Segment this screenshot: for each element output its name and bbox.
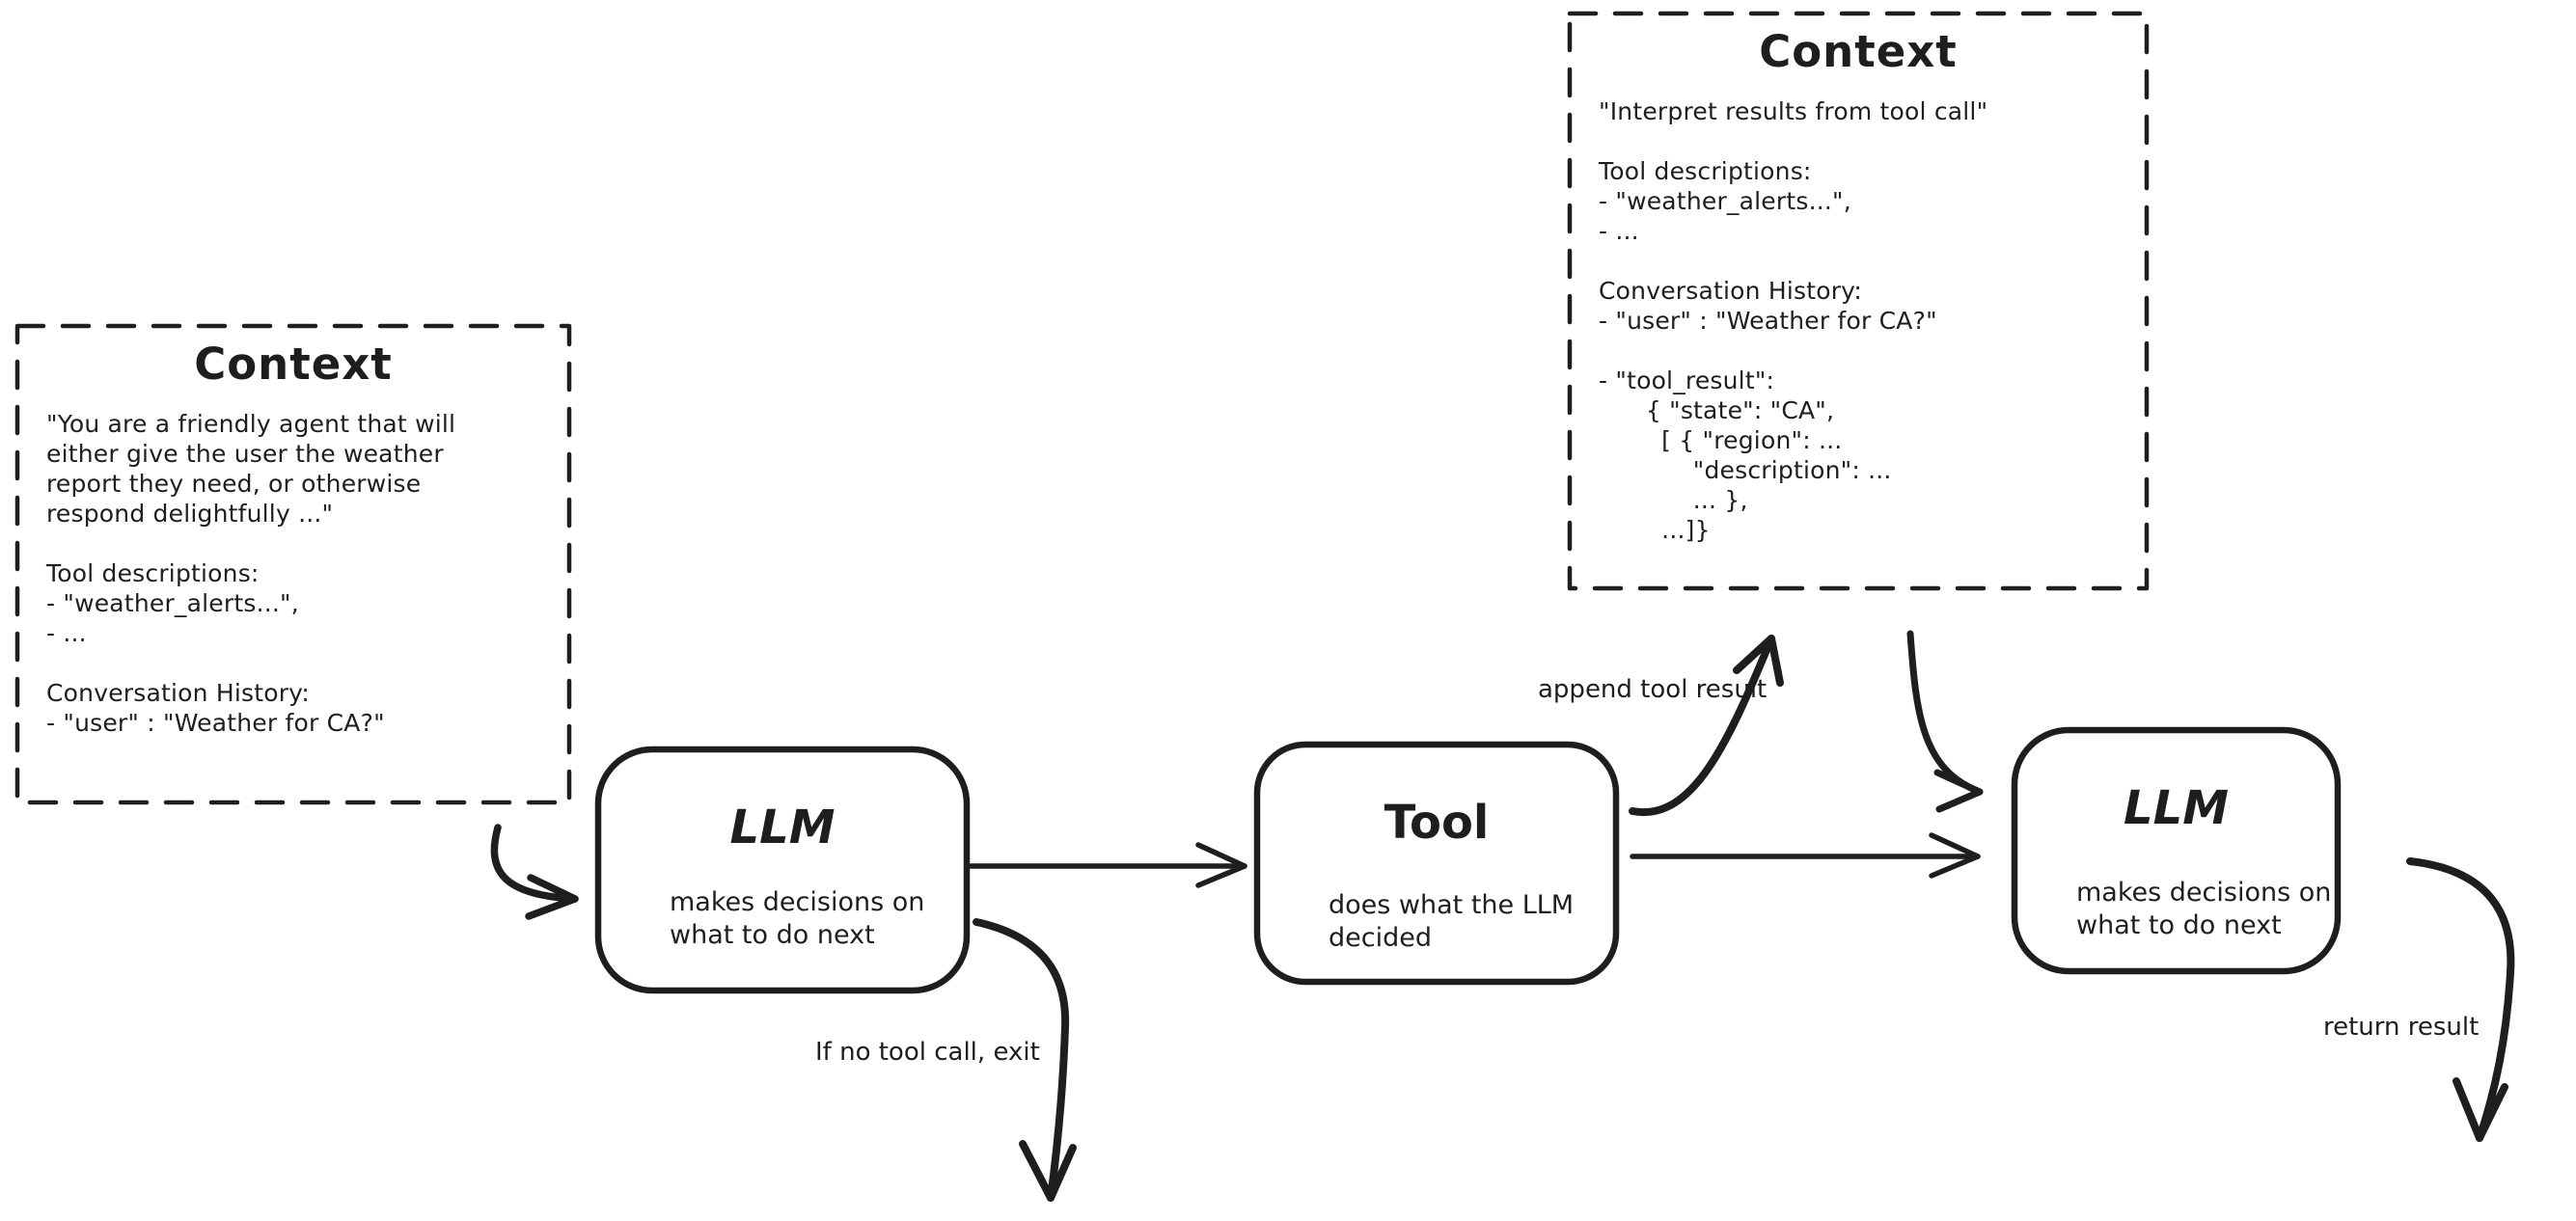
arrow-tool-to-context [1629, 635, 1784, 817]
arrow-llm2-return [2406, 857, 2515, 1142]
arrowhead-right-icon [1929, 832, 1981, 879]
arrowhead-down-icon [2453, 1077, 2508, 1142]
context-top-right-title: Context [1759, 26, 1958, 77]
context-left-body: "You are a friendly agent that will eith… [46, 410, 456, 737]
arrow-context-to-llm1 [490, 824, 579, 920]
llm-node-1-title: LLM [729, 800, 836, 855]
llm-node-1-subtitle: makes decisions on what to do next [670, 887, 925, 950]
arrowhead-up-icon [1733, 635, 1784, 687]
context-box-left-border [14, 323, 572, 805]
context-box-top-right: Context "Interpret results from tool cal… [1570, 14, 2147, 588]
arrow-tool-to-llm2 [1630, 832, 1981, 879]
arrow-llm1-to-tool [968, 842, 1247, 888]
llm-node-2-subtitle: makes decisions on what to do next [2076, 878, 2332, 940]
llm-node-2-border [2011, 726, 2342, 975]
context-top-right-body: "Interpret results from tool call" Tool … [1599, 97, 1988, 544]
arrowhead-right-icon [1195, 842, 1247, 888]
tool-node: Tool does what the LLM decided [1257, 745, 1616, 982]
label-append-tool-result: append tool result [1538, 675, 1768, 704]
label-if-no-tool-call-exit: If no tool call, exit [815, 1038, 1040, 1067]
llm-node-2-title: LLM [2124, 781, 2229, 835]
arrow-context-to-llm2 [1906, 630, 1984, 813]
tool-node-subtitle: does what the LLM decided [1329, 890, 1575, 953]
llm-node-2: LLM makes decisions on what to do next [2014, 730, 2338, 971]
tool-node-border [1253, 741, 1620, 986]
tool-node-title: Tool [1384, 796, 1490, 850]
arrowhead-down-icon [1019, 1140, 1077, 1202]
llm-node-1-border [594, 746, 971, 994]
arrowhead-right-icon [525, 874, 579, 920]
arrowhead-right-icon [1933, 769, 1984, 813]
arrow-llm1-exit [973, 918, 1077, 1202]
context-left-title: Context [194, 339, 393, 390]
context-box-left: Context "You are a friendly agent that w… [17, 326, 569, 802]
context-box-top-right-border [1567, 11, 2150, 591]
llm-node-1: LLM makes decisions on what to do next [598, 749, 967, 990]
label-return-result: return result [2323, 1013, 2480, 1042]
